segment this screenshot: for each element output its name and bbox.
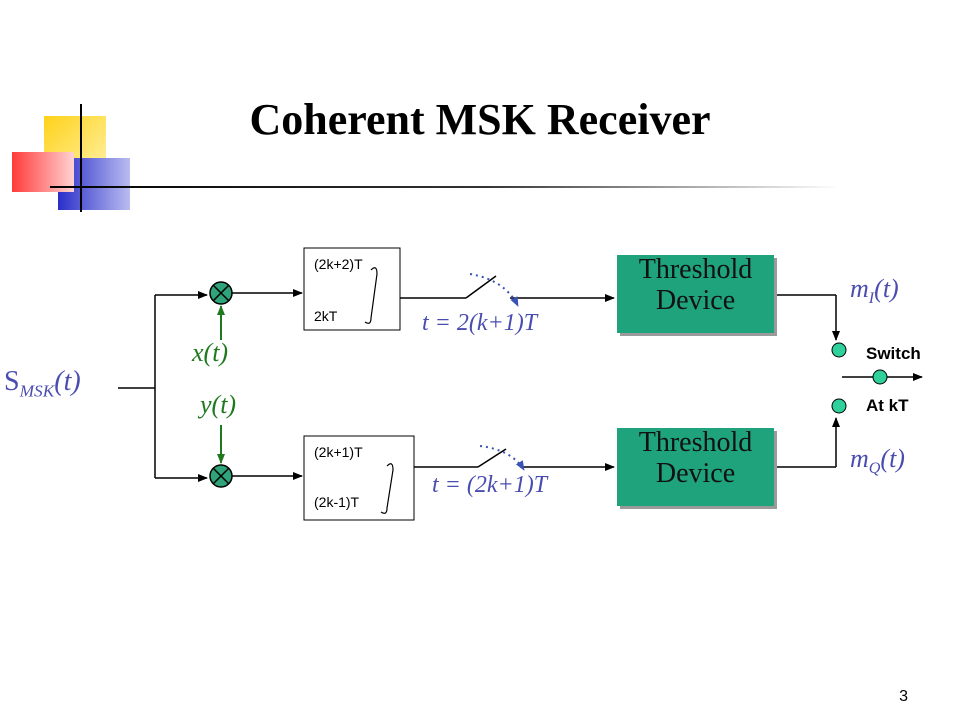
integrator-bottom-lower-limit: (2k-1)T (314, 494, 360, 510)
input-signal-label: SMSK(t) (4, 366, 81, 401)
mixer-bottom (209, 464, 233, 488)
threshold-bottom-line1: Threshold (638, 427, 753, 458)
threshold-top-line2: Device (655, 285, 736, 316)
switch-label: Switch (866, 344, 921, 363)
deco-red-square (12, 152, 74, 192)
output-in-phase-label: mI(t) (850, 274, 899, 308)
integrator-bottom-upper-limit: (2k+1)T (314, 444, 363, 460)
integrator-top-upper-limit: (2k+2)T (314, 256, 363, 272)
deco-vertical-rule (80, 104, 82, 212)
sampler-bottom-switch (477, 448, 507, 468)
threshold-device-bottom: Threshold Device (617, 428, 774, 506)
sampler-top-arc (469, 273, 519, 307)
sample-time-bottom: t = (2k+1)T (432, 472, 548, 498)
sampler-bottom-arc (479, 445, 525, 471)
integrator-top-lower-limit: 2kT (314, 308, 338, 324)
sampler-top-switch (465, 275, 497, 299)
threshold-device-top: Threshold Device (617, 255, 774, 333)
threshold-top-line1: Threshold (638, 254, 753, 285)
integrator-bottom-box (303, 435, 415, 521)
switch-timing-label: At kT (866, 396, 909, 415)
mixer-top (209, 281, 233, 305)
x-carrier-label: x(t) (192, 338, 229, 367)
deco-horizontal-rule (50, 186, 840, 188)
input-wire (118, 291, 208, 482)
integrator-top-box (303, 247, 401, 331)
integral-sign-bottom (380, 463, 394, 514)
sample-time-top: t = 2(k+1)T (422, 310, 538, 336)
page-number: 3 (899, 688, 908, 705)
integral-sign-top (364, 267, 378, 324)
threshold-bottom-line2: Device (655, 458, 736, 489)
y-carrier-label: y(t) (200, 390, 237, 419)
switch-contact-bottom (831, 398, 847, 414)
switch-pivot (872, 369, 888, 385)
output-quadrature-label: mQ(t) (850, 444, 905, 478)
slide-title: Coherent MSK Receiver (249, 95, 711, 144)
switch-contact-top (831, 342, 847, 358)
